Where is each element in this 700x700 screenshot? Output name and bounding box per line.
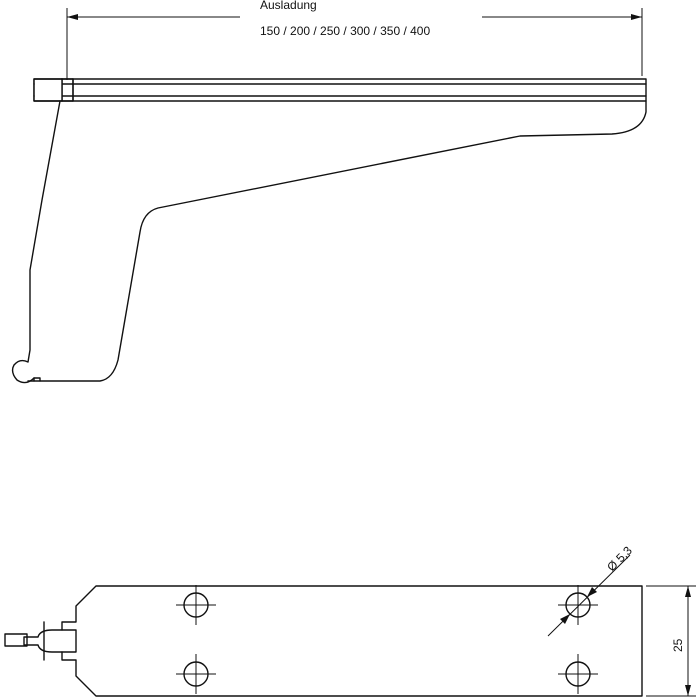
- dimension-arrow-left: [67, 14, 78, 20]
- height-label: 25: [671, 638, 685, 652]
- mounting-hole-bottom-left: [176, 654, 216, 694]
- dimension-title: Ausladung: [260, 0, 317, 12]
- height-arrow-top: [685, 586, 691, 597]
- mounting-hole-top-right: [558, 585, 598, 625]
- hole-diameter-dimension: Ø 5,3: [547, 543, 635, 637]
- hook-pin: [4, 633, 28, 647]
- hole-diameter-label: Ø 5,3: [604, 543, 635, 574]
- dimension-values: 150 / 200 / 250 / 300 / 350 / 400: [260, 24, 430, 38]
- ausladung-dimension: Ausladung 150 / 200 / 250 / 300 / 350 / …: [66, 0, 643, 80]
- diameter-arrow-upper: [587, 587, 597, 597]
- height-dimension: 25: [646, 585, 696, 697]
- bracket-body-outline: [11, 100, 647, 384]
- top-flange-outline: [33, 78, 647, 102]
- height-arrow-bottom: [685, 685, 691, 696]
- mounting-hole-bottom-right: [558, 654, 598, 694]
- bracket-side-view: [11, 78, 647, 384]
- flange-head: [33, 78, 74, 102]
- dimension-arrow-right: [631, 14, 642, 20]
- diameter-arrow-lower: [560, 614, 570, 624]
- mounting-hole-top-left: [176, 585, 216, 625]
- hook-stub: [23, 629, 63, 653]
- plate-outline: [61, 585, 643, 697]
- bracket-top-view: Ø 5,3 25: [4, 543, 696, 697]
